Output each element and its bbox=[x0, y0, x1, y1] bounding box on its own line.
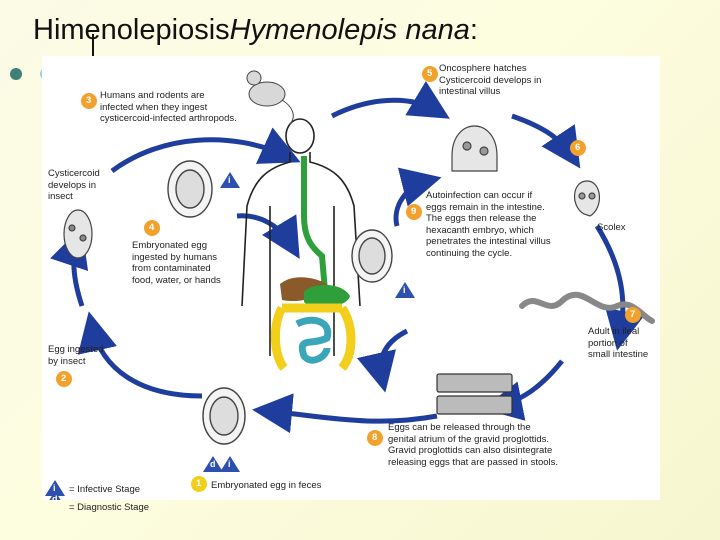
title-prefix: Himenolepiosis bbox=[33, 14, 230, 46]
arrow-autoinfection bbox=[356, 328, 409, 393]
step-number-2: 2 bbox=[61, 373, 67, 384]
gravid-proglottids bbox=[436, 373, 513, 415]
step-7-text: Adult in ileal portion of small intestin… bbox=[588, 326, 649, 360]
scolex bbox=[574, 180, 600, 217]
step-badges bbox=[56, 66, 641, 492]
arrow-villus-to-scolex bbox=[511, 113, 581, 169]
legend-diagnostic: = Diagnostic Stage bbox=[69, 502, 150, 513]
human-silhouette bbox=[241, 118, 361, 356]
step-number-9: 9 bbox=[411, 206, 417, 217]
title-species: Hymenolepis nana bbox=[229, 14, 470, 46]
step-2-text: Egg ingested by insect bbox=[48, 344, 104, 367]
step-number-6: 6 bbox=[575, 142, 581, 153]
step-number-7: 7 bbox=[630, 309, 636, 320]
infective-mark-text-2: i bbox=[403, 285, 406, 295]
arrow-insect-to-human bbox=[110, 127, 301, 174]
step-3-text: Humans and rodents are infected when the… bbox=[100, 90, 237, 124]
arrow-scolex-to-adult bbox=[594, 224, 645, 351]
digestive-tract bbox=[270, 156, 356, 371]
step-number-8: 8 bbox=[372, 432, 378, 443]
infective-stage-markers bbox=[45, 172, 415, 496]
life-cycle-diagram: i i i d i d 3 4 5 6 7 8 9 2 1 Humans and… bbox=[42, 56, 660, 513]
diagram-artwork bbox=[45, 66, 655, 500]
bullet-dot bbox=[10, 68, 22, 80]
step-8-text: Eggs can be released through the genital… bbox=[388, 422, 559, 468]
infective-mark-text: i bbox=[228, 175, 231, 185]
step-number-3: 3 bbox=[86, 95, 92, 106]
infective-mark-text-3: i bbox=[228, 459, 231, 469]
arrow-egg-to-human bbox=[236, 213, 300, 259]
arrow-feces-to-insect bbox=[77, 311, 203, 399]
cysticercoid-text: Cysticercoid develops in insect bbox=[48, 168, 100, 202]
step-6-text: Scolex bbox=[597, 222, 626, 233]
villus-cysticercoid bbox=[451, 125, 498, 172]
step-5-text: Oncosphere hatches Cysticercoid develops… bbox=[439, 63, 542, 97]
step-9-text: Autoinfection can occur if eggs remain i… bbox=[426, 190, 551, 259]
slide-title: HimenolepiosisHymenolepis nana: bbox=[33, 12, 478, 48]
step-number-5: 5 bbox=[427, 68, 433, 79]
arrow-proglottid-to-feces bbox=[252, 393, 438, 434]
rodent-illustration bbox=[246, 70, 294, 125]
diagnostic-mark-text: d bbox=[210, 459, 216, 469]
diagnostic-stage-markers bbox=[49, 456, 223, 500]
title-suffix: : bbox=[469, 14, 478, 46]
legend-infective-mark: i bbox=[53, 483, 56, 493]
legend-diagnostic-mark: d bbox=[52, 494, 58, 504]
step-4-text: Embryonated egg ingested by humans from … bbox=[132, 240, 221, 286]
step-1-text: Embryonated egg in feces bbox=[211, 480, 322, 491]
arrow-human-to-intestine bbox=[330, 80, 450, 119]
step-number-1: 1 bbox=[196, 478, 202, 489]
egg-illustrations bbox=[167, 160, 393, 445]
step-number-4: 4 bbox=[149, 222, 155, 233]
text-cursor bbox=[92, 34, 94, 56]
arrow-autoinfection-back bbox=[393, 167, 442, 227]
legend-infective: = Infective Stage bbox=[69, 484, 141, 495]
cysticercoid-insect bbox=[63, 209, 93, 259]
